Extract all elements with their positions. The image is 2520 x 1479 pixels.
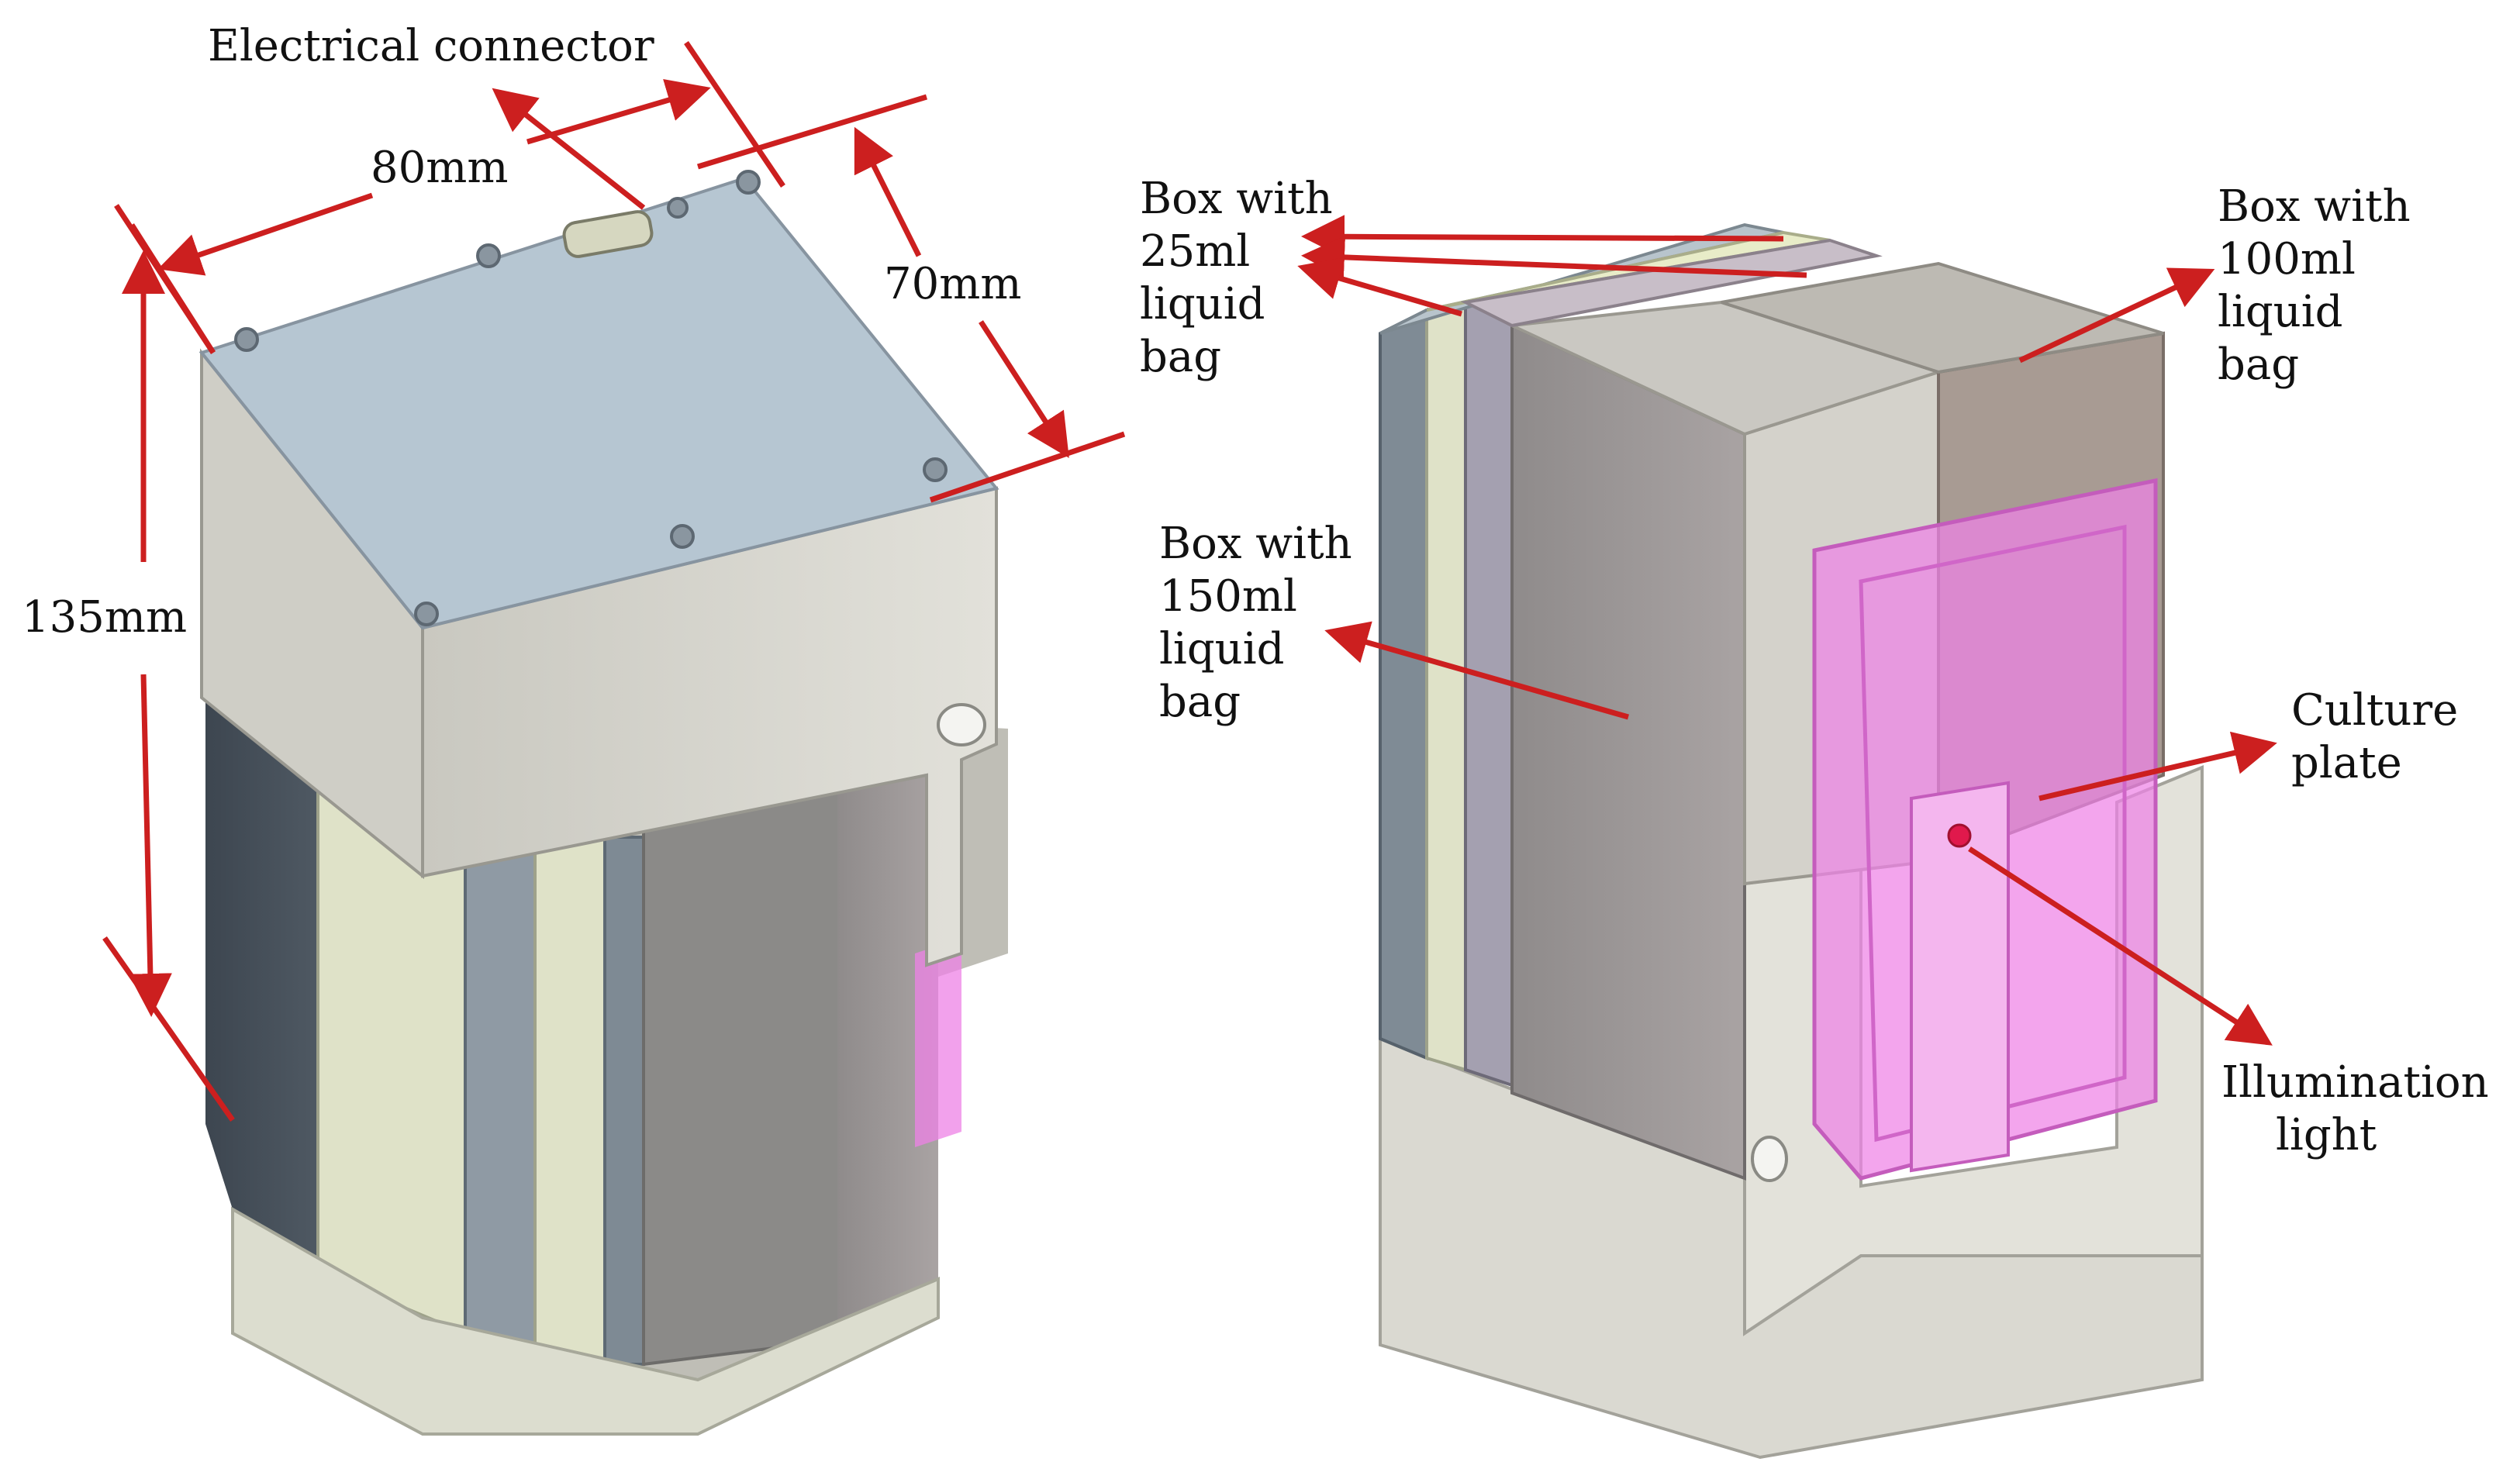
box100-arrow	[2018, 267, 2215, 364]
right-slot-green-1	[1425, 300, 1467, 1072]
culture-plate-label: Culture plate	[2291, 685, 2472, 788]
connector-leader-arrow	[492, 88, 646, 210]
illumination-light-source	[1947, 823, 1972, 848]
depth-dimension-arrow-a	[854, 126, 922, 257]
left-bottom-base	[231, 1206, 940, 1436]
width-extension-right	[684, 41, 785, 188]
right-side-hole	[1751, 1136, 1788, 1182]
illumination-light-panel	[1910, 781, 2010, 1173]
box-25ml-label: Box with 25ml liquid bag	[1140, 174, 1346, 382]
box25-arrow-3	[1297, 257, 1462, 317]
left-bag-slot-3	[533, 836, 606, 1367]
right-device	[1379, 222, 2204, 1460]
width-dimension-label: 80mm	[371, 143, 508, 193]
box-150ml	[1510, 322, 1746, 1181]
left-mauve-box	[837, 744, 938, 1333]
left-bag-slot-4	[603, 836, 645, 1366]
left-lid-screws	[234, 170, 948, 626]
height-dimension-label: 135mm	[22, 592, 187, 643]
box150-arrow	[1324, 621, 1629, 720]
box-100ml-label: Box with 100ml liquid bag	[2218, 181, 2424, 390]
left-side-hole	[937, 703, 986, 746]
box-25ml-strip-3	[1460, 238, 1883, 328]
culture-plate-arrow	[2038, 731, 2277, 802]
width-dimension-arrow-a	[157, 192, 374, 276]
left-culture-plate	[915, 938, 961, 1147]
depth-extension-top	[696, 94, 928, 170]
height-extension-bottom	[102, 936, 235, 1122]
right-slot-slate-1	[1379, 307, 1428, 1060]
right-slot-slate-2	[1464, 296, 1514, 1088]
illumination-light-label: Illumination light	[2221, 1057, 2502, 1160]
depth-dimension-arrow-b	[979, 320, 1069, 458]
depth-dimension-label: 70mm	[884, 259, 1021, 309]
electrical-connector-label: Electrical connector	[208, 21, 654, 71]
height-dimension-arrow-b	[128, 674, 172, 1017]
electrical-connector	[562, 210, 654, 258]
left-lid-right-face	[421, 486, 998, 967]
box25-arrow-2	[1301, 235, 1807, 279]
height-extension-top	[114, 204, 216, 354]
culture-plate-inner	[1859, 524, 2127, 1143]
illumination-light-arrow	[1968, 846, 2273, 1046]
box25-arrow-1	[1301, 215, 1784, 259]
left-annotations	[102, 41, 1126, 1122]
right-annotations	[1297, 215, 2277, 1046]
depth-extension-bottom	[929, 431, 1126, 503]
left-device	[198, 170, 1008, 1436]
box-150ml-label: Box with 150ml liquid bag	[1159, 519, 1365, 727]
width-dimension-arrow-b	[526, 79, 711, 145]
left-bag-slot-2	[464, 851, 537, 1359]
